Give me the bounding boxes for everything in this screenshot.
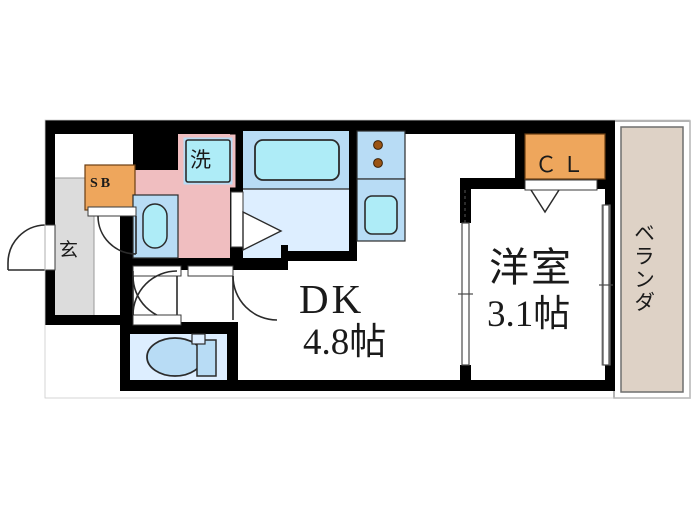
wall-top-exterior — [45, 120, 615, 134]
washing-machine-label: 洗 — [190, 148, 211, 172]
entrance-door-opening — [44, 224, 56, 271]
closet[interactable] — [524, 133, 606, 180]
shoebox-door-swing-arc[interactable] — [97, 215, 137, 255]
wall-bath-right — [349, 134, 357, 258]
shoe-box-label: SB — [90, 176, 114, 191]
kitchen-sink[interactable] — [364, 195, 398, 235]
wall-bath-bottom-right — [281, 245, 288, 270]
wall-bedroom-north — [460, 178, 522, 189]
shoe-box[interactable] — [84, 164, 136, 211]
toilet-door-opening — [132, 314, 182, 326]
balcony-label: ベランダ — [631, 222, 656, 314]
closet-label: ＣＬ — [535, 152, 590, 177]
balcony-fill — [620, 126, 684, 393]
entrance-label: 玄 — [59, 239, 79, 261]
wall-left-exterior — [45, 120, 55, 325]
toilet-lid — [191, 333, 206, 345]
stove[interactable] — [356, 130, 406, 180]
bath-entry-folding-icon[interactable] — [242, 210, 283, 252]
bath-entry-opening — [230, 191, 244, 248]
wall-closet-left — [515, 134, 525, 189]
wall-washroom-upper-left — [133, 133, 178, 170]
wall-left-lower-return — [45, 315, 130, 325]
bathtub[interactable] — [254, 139, 340, 181]
closet-door-opening — [524, 179, 598, 191]
bedroom-room-size-label: 3.1帖 — [487, 294, 571, 335]
dk-room-size-label: 4.8帖 — [303, 322, 387, 363]
wall-toilet-left — [120, 315, 130, 390]
wall-bottom-exterior — [120, 380, 615, 391]
stove-burner-icon-1 — [373, 140, 383, 150]
wash-basin[interactable] — [142, 203, 168, 249]
doors — [7, 179, 613, 366]
shoebox-door-opening — [87, 206, 137, 217]
fixtures — [84, 130, 606, 377]
wall-bath-bottom-strip — [288, 251, 357, 261]
stove-burner-icon-2 — [373, 158, 383, 168]
toilet-tank — [196, 339, 217, 377]
bedroom-room-name-label: 洋室 — [489, 245, 573, 291]
closet-door-folding-icon[interactable] — [530, 189, 560, 214]
entrance-door-swing-arc[interactable] — [7, 224, 46, 264]
dk-room-name-label: DK — [299, 276, 365, 322]
wall-toilet-right — [227, 322, 238, 390]
bath-door-opening — [187, 265, 234, 277]
wall-bedroom-left-upper — [460, 178, 471, 223]
wall-bath-bottom — [238, 258, 288, 270]
washing-machine[interactable] — [185, 139, 231, 183]
plan-outline — [44, 119, 691, 399]
wall-bedroom-left-lower — [460, 365, 471, 391]
